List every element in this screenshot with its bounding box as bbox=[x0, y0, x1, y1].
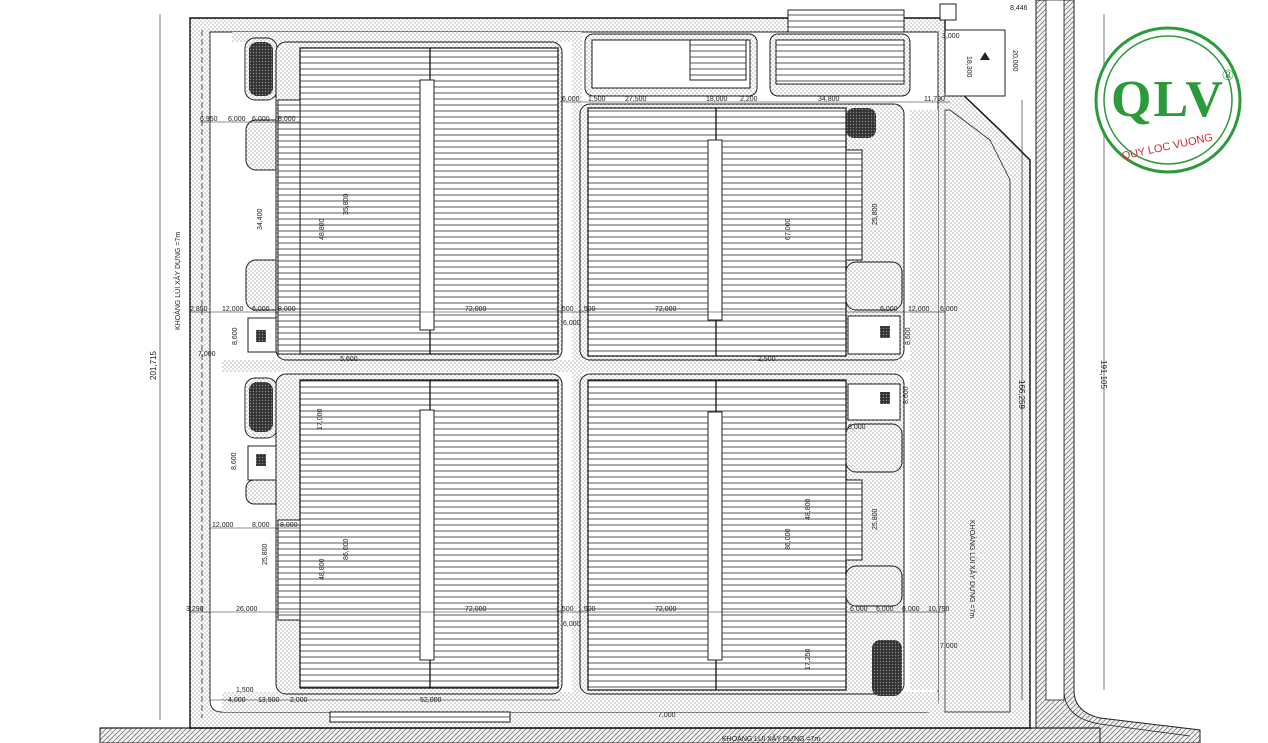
dim-left-bay-2: 6,000 bbox=[252, 116, 270, 123]
dim-right-bay-1: 6,000 bbox=[880, 306, 898, 313]
dim-low-sep-2: 1,500 bbox=[578, 606, 596, 613]
dim-width-c-3: 8,600 bbox=[903, 386, 910, 404]
dim-left-e: 3,290 bbox=[186, 606, 204, 613]
dim-building-1-length: 72,000 bbox=[465, 306, 487, 313]
dim-width-b-2: 25,800 bbox=[262, 543, 269, 565]
dim-left-bay-4: 8,000 bbox=[252, 522, 270, 529]
dim-bottom-f: 17,250 bbox=[805, 648, 812, 670]
dim-top-g: 18,300 bbox=[965, 56, 972, 78]
dim-height-a: 48,800 bbox=[319, 218, 326, 240]
dim-left-bay-3: 8,000 bbox=[278, 116, 296, 123]
factory-building-3 bbox=[244, 373, 563, 695]
dimension-texts: 201,715 191,105 166,259 72,000 72,000 72… bbox=[149, 5, 1108, 743]
setback-label-bottom: KHOẢNG LÙI XÂY DỰNG =7m bbox=[722, 734, 820, 743]
dim-mid-bay-1: 6,000 bbox=[252, 306, 270, 313]
dim-right-bay-2: 6,000 bbox=[940, 306, 958, 313]
dim-width-c-2: 8,600 bbox=[905, 327, 912, 345]
logo-mark: QLV bbox=[1111, 71, 1225, 128]
dim-left-d: 7,000 bbox=[198, 351, 216, 358]
dim-left-bay-6: 6,000 bbox=[848, 424, 866, 431]
utility-buildings bbox=[584, 3, 1006, 97]
dim-building-4-length: 72,000 bbox=[655, 606, 677, 613]
dim-mid-sep-2: 1,500 bbox=[578, 306, 596, 313]
access-road bbox=[1035, 0, 1201, 743]
dim-top-c: 2,200 bbox=[740, 96, 758, 103]
dim-top-h: 3,000 bbox=[942, 33, 960, 40]
dim-site-depth-right: 191,105 bbox=[1099, 360, 1108, 389]
dim-height-e-1: 17,000 bbox=[317, 408, 324, 430]
dim-corner-d: 5,600 bbox=[340, 356, 358, 363]
dim-low-bay-3: 6,000 bbox=[876, 606, 894, 613]
dim-top-d: 34,800 bbox=[818, 96, 840, 103]
dim-corner-a: 6,950 bbox=[200, 116, 218, 123]
dim-low-bay-4: 6,000 bbox=[902, 606, 920, 613]
dim-left-bay-5: 8,000 bbox=[280, 522, 298, 529]
dim-low-sep-1: 1,500 bbox=[556, 606, 574, 613]
dim-bottom-e: 10,790 bbox=[928, 606, 950, 613]
dim-right-a-1: 12,000 bbox=[908, 306, 930, 313]
dim-building-3-length: 72,000 bbox=[465, 606, 487, 613]
dim-left-a-1: 12,000 bbox=[222, 306, 244, 313]
dim-width-c-4: 8,600 bbox=[231, 452, 238, 470]
qlv-logo: QLV ® QUY LOC VUONG bbox=[1094, 26, 1242, 174]
dim-left-b: 26,000 bbox=[236, 606, 258, 613]
dim-width-b-1: 25,800 bbox=[872, 203, 879, 225]
bottom-road bbox=[99, 727, 1101, 743]
dim-site-depth-left: 201,715 bbox=[149, 351, 158, 380]
dim-top-sep-2: 1,500 bbox=[588, 96, 606, 103]
dim-low-bay-1: 6,000 bbox=[563, 621, 581, 628]
dim-mid-sep-1: 1,500 bbox=[556, 306, 574, 313]
dim-left-c: 2,850 bbox=[190, 306, 208, 313]
dim-bottom-a: 13,500 bbox=[258, 697, 280, 704]
dim-top-a: 27,500 bbox=[625, 96, 647, 103]
dim-height-a-3: 48,800 bbox=[805, 498, 812, 520]
dim-top-sep: 6,000 bbox=[562, 96, 580, 103]
dim-top-e: 11,790 bbox=[924, 96, 945, 103]
dim-low-bay-2: 6,000 bbox=[850, 606, 868, 613]
dim-road-length: 166,259 bbox=[1017, 380, 1026, 409]
dim-height-a-2: 48,800 bbox=[319, 558, 326, 580]
dim-top-b: 18,000 bbox=[706, 96, 728, 103]
dim-corner-c: 2,500 bbox=[758, 356, 776, 363]
dim-bottom-d-1: 7,000 bbox=[940, 643, 958, 650]
internal-landscape bbox=[222, 32, 938, 712]
dim-top-f: 20,000 bbox=[1011, 50, 1018, 72]
dim-bottom-d-2: 7,000 bbox=[658, 712, 676, 719]
dim-corner-e: 8,446 bbox=[1010, 5, 1028, 12]
setback-label-left: KHOẢNG LÙI XÂY DỰNG =7m bbox=[173, 232, 182, 330]
dim-height-d: 35,800 bbox=[343, 193, 350, 215]
dim-width-b-3: 25,800 bbox=[872, 508, 879, 530]
dim-left-bay-1: 6,000 bbox=[228, 116, 246, 123]
dim-mid-bay-2: 8,000 bbox=[278, 306, 296, 313]
dim-bottom-c: 4,000 bbox=[228, 697, 246, 704]
dim-sep-bottom-1: 1,500 bbox=[236, 687, 254, 694]
factory-building-1 bbox=[244, 37, 563, 361]
logo-registered: ® bbox=[1222, 67, 1234, 84]
dim-height-c-1: 86,000 bbox=[343, 538, 350, 560]
bottom-parking bbox=[329, 711, 511, 723]
dim-height-b: 67,000 bbox=[785, 218, 792, 240]
dim-corner-b: 2,000 bbox=[290, 697, 308, 704]
dim-building-2-length: 72,000 bbox=[655, 306, 677, 313]
dim-width-c-1: 8,600 bbox=[232, 327, 239, 345]
dim-left-a-2: 12,000 bbox=[212, 522, 234, 529]
factory-building-4 bbox=[579, 373, 905, 696]
dim-bottom-b: 52,000 bbox=[420, 697, 442, 704]
dim-width-a: 34,400 bbox=[257, 208, 264, 230]
dim-mid-bay-3: 6,000 bbox=[563, 320, 581, 327]
factory-building-2 bbox=[579, 103, 905, 361]
setback-label-right: KHOẢNG LÙI XÂY DỰNG =7m bbox=[968, 520, 977, 618]
dim-height-c-2: 86,000 bbox=[785, 528, 792, 550]
